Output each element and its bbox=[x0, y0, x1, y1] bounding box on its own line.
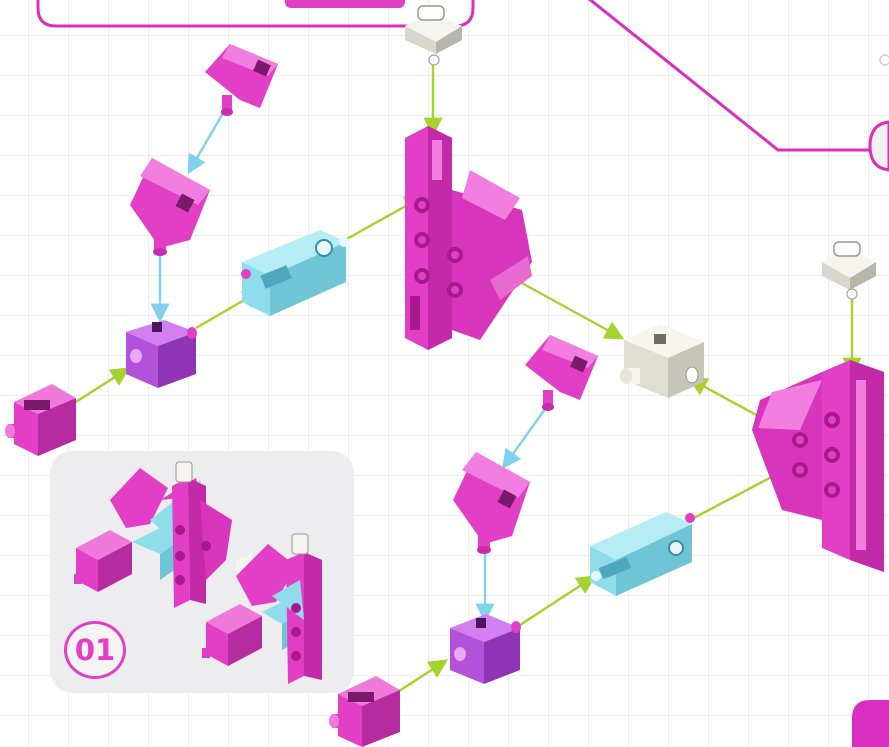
magenta-triangle-plate bbox=[405, 126, 532, 350]
magenta-triangle-plate bbox=[752, 360, 884, 572]
corner-badge-bottom bbox=[852, 700, 889, 747]
assembled-model-preview bbox=[74, 461, 322, 684]
corner-badge-right bbox=[868, 120, 889, 172]
purple-cube-connector bbox=[450, 614, 521, 684]
snap-clip bbox=[405, 5, 462, 66]
snap-clip bbox=[822, 241, 876, 300]
arrow-blue bbox=[187, 107, 228, 175]
magenta-angle-connector bbox=[525, 335, 598, 411]
assembly-arrows bbox=[59, 65, 862, 704]
magenta-angle-connector bbox=[205, 44, 278, 116]
corner-dot bbox=[879, 54, 889, 66]
header-tab bbox=[285, 0, 405, 8]
magenta-cube-connector bbox=[329, 676, 400, 747]
purple-cube-connector bbox=[126, 320, 197, 388]
header-frame bbox=[36, 0, 876, 152]
cream-cube-connector bbox=[620, 324, 704, 398]
cyan-rod-connector bbox=[241, 230, 349, 316]
magenta-angle-connector bbox=[130, 158, 210, 256]
step-number-badge: 01 bbox=[64, 621, 126, 679]
magenta-cube-connector bbox=[5, 384, 76, 456]
arrow-green bbox=[519, 575, 597, 627]
arrow-blue bbox=[502, 404, 549, 469]
magenta-angle-connector bbox=[453, 452, 530, 554]
cyan-rod-connector bbox=[590, 512, 695, 596]
arrow-green bbox=[519, 280, 625, 340]
